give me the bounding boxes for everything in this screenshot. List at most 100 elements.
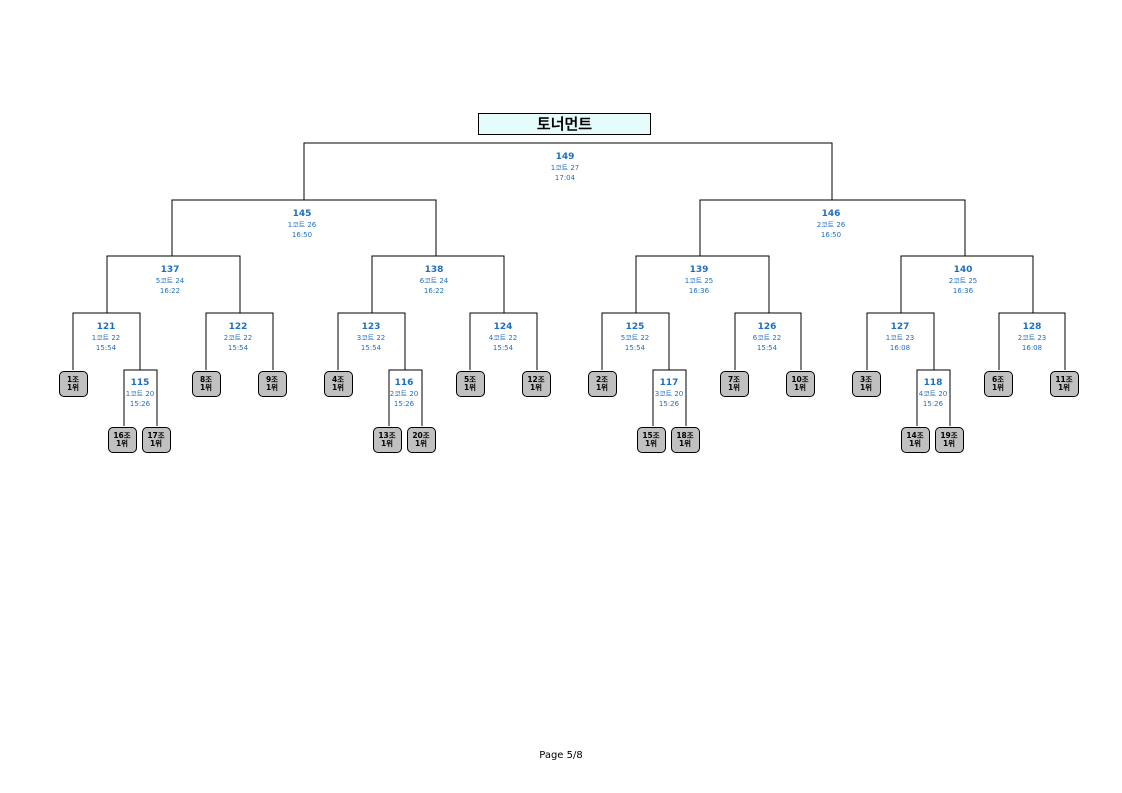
match-time: 16:22 — [159, 287, 181, 295]
team-rank: 1위 — [529, 383, 543, 392]
team-rank: 1위 — [595, 383, 609, 392]
team-rank: 1위 — [66, 383, 80, 392]
match-court: 2코트 20 — [389, 390, 419, 398]
team-rank: 1위 — [859, 383, 873, 392]
match-number: 124 — [493, 322, 513, 332]
match-time: 15:26 — [922, 400, 944, 408]
team-group: 1조 — [66, 375, 80, 384]
match-137: 137 5코트 24 16:22 — [110, 265, 230, 296]
match-time: 15:26 — [393, 400, 415, 408]
match-time: 15:54 — [492, 344, 514, 352]
team-rank: 1위 — [908, 439, 922, 448]
match-123: 123 3코트 22 15:54 — [311, 322, 431, 353]
match-court: 5코트 22 — [620, 334, 650, 342]
team-group: 19조 — [940, 431, 958, 440]
match-time: 15:54 — [360, 344, 382, 352]
match-time: 16:50 — [820, 231, 842, 239]
match-time: 15:54 — [624, 344, 646, 352]
match-court: 2코트 23 — [1017, 334, 1047, 342]
match-court: 6코트 22 — [752, 334, 782, 342]
team-rank: 1위 — [644, 439, 658, 448]
team-rank: 1위 — [463, 383, 477, 392]
match-125: 125 5코트 22 15:54 — [575, 322, 695, 353]
match-court: 6코트 24 — [419, 277, 449, 285]
match-number: 121 — [96, 322, 116, 332]
match-number: 125 — [625, 322, 645, 332]
team-rank: 1위 — [414, 439, 428, 448]
team-group: 9조 — [265, 375, 279, 384]
team-group: 7조 — [727, 375, 741, 384]
match-118: 118 4코트 20 15:26 — [873, 378, 993, 409]
match-140: 140 2코트 25 16:36 — [903, 265, 1023, 296]
team-group: 13조 — [378, 431, 396, 440]
match-139: 139 1코트 25 16:36 — [639, 265, 759, 296]
match-124: 124 4코트 22 15:54 — [443, 322, 563, 353]
match-court: 5코트 24 — [155, 277, 185, 285]
match-time: 16:08 — [1021, 344, 1043, 352]
match-number: 118 — [923, 378, 943, 388]
match-127: 127 1코트 23 16:08 — [840, 322, 960, 353]
match-court: 1코트 20 — [125, 390, 155, 398]
match-court: 4코트 20 — [918, 390, 948, 398]
match-number: 137 — [160, 265, 180, 275]
team-group: 10조 — [791, 375, 809, 384]
team-group: 4조 — [331, 375, 345, 384]
match-121: 121 1코트 22 15:54 — [46, 322, 166, 353]
team-group: 17조 — [147, 431, 165, 440]
match-court: 1코트 25 — [684, 277, 714, 285]
match-128: 128 2코트 23 16:08 — [972, 322, 1092, 353]
match-number: 126 — [757, 322, 777, 332]
match-115: 115 1코트 20 15:26 — [80, 378, 200, 409]
team-rank: 1위 — [149, 439, 163, 448]
match-number: 139 — [689, 265, 709, 275]
team-rank: 1위 — [1057, 383, 1071, 392]
match-court: 2코트 22 — [223, 334, 253, 342]
team-rank: 1위 — [942, 439, 956, 448]
team-rank: 1위 — [331, 383, 345, 392]
match-time: 16:08 — [889, 344, 911, 352]
match-court: 3코트 22 — [356, 334, 386, 342]
match-court: 1코트 26 — [287, 221, 317, 229]
team-group: 12조 — [527, 375, 545, 384]
match-time: 16:50 — [291, 231, 313, 239]
match-138: 138 6코트 24 16:22 — [374, 265, 494, 296]
match-number: 149 — [555, 152, 575, 162]
match-126: 126 6코트 22 15:54 — [707, 322, 827, 353]
match-time: 16:22 — [423, 287, 445, 295]
team-rank: 1위 — [199, 383, 213, 392]
team-group: 15조 — [642, 431, 660, 440]
team-group: 5조 — [463, 375, 477, 384]
team-group: 11조 — [1055, 375, 1073, 384]
team-group: 2조 — [595, 375, 609, 384]
match-time: 15:26 — [658, 400, 680, 408]
match-117: 117 3코트 20 15:26 — [609, 378, 729, 409]
tournament-title: 토너먼트 — [478, 113, 651, 135]
match-number: 128 — [1022, 322, 1042, 332]
match-number: 123 — [361, 322, 381, 332]
match-time: 15:54 — [756, 344, 778, 352]
match-time: 16:36 — [688, 287, 710, 295]
match-number: 117 — [659, 378, 679, 388]
match-145: 145 1코트 26 16:50 — [242, 209, 362, 240]
page-number: Page 5/8 — [539, 750, 583, 761]
team-group: 16조 — [113, 431, 131, 440]
team-group: 18조 — [676, 431, 694, 440]
match-court: 1코트 22 — [91, 334, 121, 342]
match-number: 116 — [394, 378, 414, 388]
match-122: 122 2코트 22 15:54 — [178, 322, 298, 353]
match-court: 2코트 26 — [816, 221, 846, 229]
match-number: 145 — [292, 209, 312, 219]
match-number: 138 — [424, 265, 444, 275]
match-time: 15:54 — [95, 344, 117, 352]
